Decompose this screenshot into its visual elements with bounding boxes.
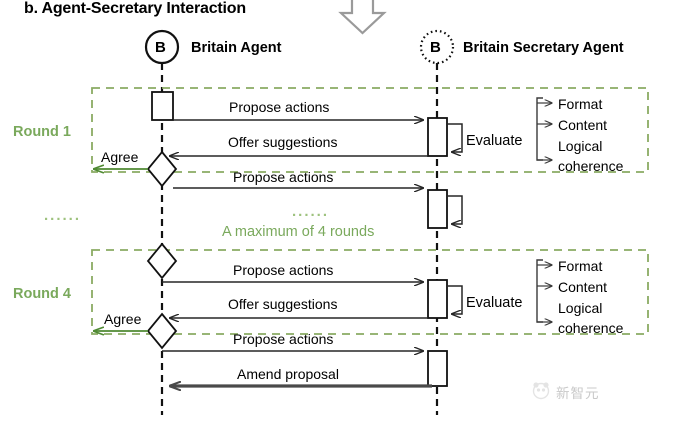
activation-secretary-3 <box>427 279 448 319</box>
round-label-1: Round 1 <box>13 124 71 140</box>
evaluate-label-2: Evaluate <box>466 295 523 311</box>
flow-down-arrow-icon <box>338 0 387 35</box>
criterion-content-2: Content <box>558 279 608 295</box>
criterion-logical-2: Logical <box>558 300 603 316</box>
round-label-4: Round 4 <box>13 286 71 302</box>
round-4-box <box>91 249 649 335</box>
message-label-propose-1: Propose actions <box>229 99 330 115</box>
evaluate-bracket-1 <box>536 97 552 160</box>
decision-diamond-pre-4 <box>146 242 178 280</box>
self-loop-evaluate-2 <box>447 285 463 314</box>
figure-title: b. Agent-Secretary Interaction <box>24 0 246 17</box>
actor-label-britain-agent: Britain Agent <box>191 40 282 56</box>
activation-secretary-4 <box>427 350 448 387</box>
self-loop-evaluate-1 <box>447 123 463 152</box>
ellipsis-left: ...... <box>44 207 82 224</box>
actor-glyph-britain-secretary-agent: B <box>430 39 441 56</box>
message-label-offer-2: Offer suggestions <box>228 296 338 312</box>
actor-label-britain-secretary-agent: Britain Secretary Agent <box>463 40 624 56</box>
actor-glyph-britain-agent: B <box>155 39 166 56</box>
panda-logo-icon <box>532 382 550 400</box>
criterion-logical-1: Logical <box>558 138 603 154</box>
decision-label-agree-2: Agree <box>104 311 142 327</box>
actor-head-britain-secretary-agent <box>419 29 455 65</box>
message-label-offer-1: Offer suggestions <box>228 134 338 150</box>
message-label-amend-proposal: Amend proposal <box>237 366 339 382</box>
decision-diamond-1 <box>146 150 178 188</box>
message-label-propose-4: Propose actions <box>233 331 334 347</box>
message-label-propose-2: Propose actions <box>233 169 334 185</box>
activation-secretary-2 <box>427 189 448 229</box>
round-1-box <box>91 87 649 173</box>
watermark-text: 新智元 <box>556 386 600 402</box>
max-rounds-annotation: A maximum of 4 rounds <box>222 224 375 240</box>
criterion-format-2: Format <box>558 258 603 274</box>
evaluate-bracket-2 <box>536 259 552 322</box>
self-loop-evaluate-mid <box>447 195 463 224</box>
decision-diamond-2 <box>146 312 178 350</box>
evaluate-label-1: Evaluate <box>466 133 523 149</box>
criterion-format-1: Format <box>558 96 603 112</box>
activation-secretary-1 <box>427 117 448 157</box>
ellipsis-middle: ...... <box>292 203 330 220</box>
criterion-content-1: Content <box>558 117 608 133</box>
decision-label-agree-1: Agree <box>101 149 139 165</box>
activation-agent-1 <box>151 91 174 121</box>
message-label-propose-3: Propose actions <box>233 262 334 278</box>
criterion-coherence-2: coherence <box>558 320 624 336</box>
criterion-coherence-1: coherence <box>558 158 624 174</box>
